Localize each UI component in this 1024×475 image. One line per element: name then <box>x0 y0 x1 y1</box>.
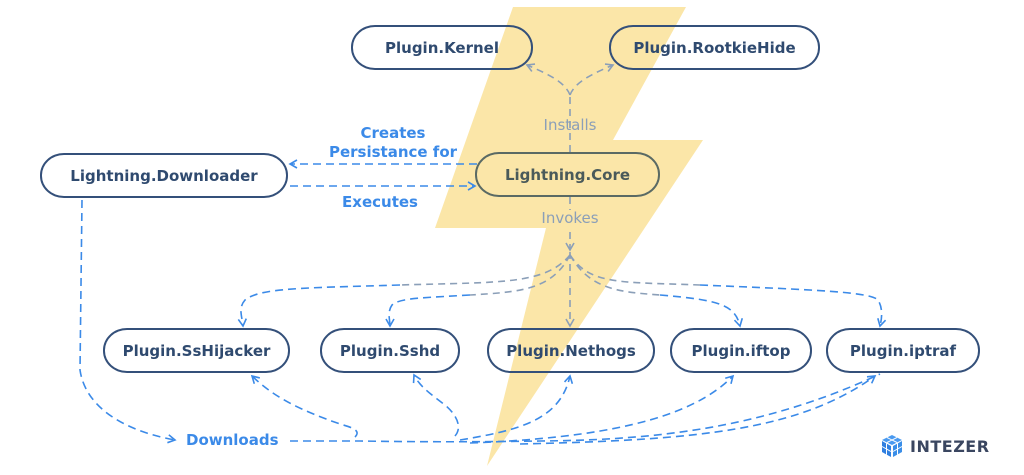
edge-installs-kernel <box>525 63 571 96</box>
edge-downloads-bus <box>290 373 881 443</box>
node-plugin-rootkiehide[interactable]: Plugin.RootkieHide <box>609 25 820 70</box>
edge-invokes-sshijacker <box>237 284 401 328</box>
label-invokes: Invokes <box>541 209 599 227</box>
label-creates-persistence: Creates Persistance for <box>318 124 468 162</box>
node-plugin-sshd[interactable]: Plugin.Sshd <box>320 328 460 373</box>
edge-downloads-sshijacker <box>250 374 358 438</box>
label-installs: Installs <box>543 116 597 134</box>
downloads-edges <box>79 199 881 445</box>
edge-invokes-iptraf <box>699 284 887 328</box>
installs-edges <box>399 63 701 328</box>
node-label: Plugin.iptraf <box>849 341 957 360</box>
node-lightning-core[interactable]: Lightning.Core <box>475 152 660 197</box>
node-label: Plugin.Nethogs <box>506 341 636 360</box>
edge-hub-iptraf-upper <box>569 254 701 286</box>
node-label: Lightning.Core <box>504 165 631 184</box>
invokes-edges <box>237 284 887 328</box>
edge-downloads-iptraf <box>519 375 877 445</box>
edge-downloads-nethogs <box>459 374 574 441</box>
node-label: Plugin.RootkieHide <box>633 38 796 57</box>
node-label: Plugin.iftop <box>691 341 791 360</box>
edge-invokes-sshd <box>385 294 471 328</box>
label-downloads: Downloads <box>186 431 279 449</box>
edge-hub-sshd-upper <box>469 254 571 296</box>
logo-text: INTEZER <box>910 436 990 456</box>
node-plugin-iptraf[interactable]: Plugin.iptraf <box>826 328 980 373</box>
label-creates-line1: Creates <box>360 124 426 142</box>
core-downloader-edges <box>288 159 477 191</box>
cube-grid-icon <box>881 435 903 457</box>
node-plugin-iftop[interactable]: Plugin.iftop <box>670 328 812 373</box>
edge-hub-sshijacker-upper <box>399 254 571 286</box>
label-executes: Executes <box>342 193 418 211</box>
node-lightning-downloader[interactable]: Lightning.Downloader <box>40 153 288 198</box>
node-label: Plugin.Sshd <box>339 341 441 360</box>
node-plugin-sshijacker[interactable]: Plugin.SsHijacker <box>103 328 290 373</box>
intezer-logo: INTEZER <box>880 434 990 458</box>
node-label: Lightning.Downloader <box>70 166 258 185</box>
edge-downloads-sshd <box>412 373 460 437</box>
node-label: Plugin.Kernel <box>385 38 499 57</box>
edge-installs-rootkiehide <box>569 63 615 96</box>
edge-hub-iftop-upper <box>569 254 661 296</box>
node-plugin-nethogs[interactable]: Plugin.Nethogs <box>487 328 655 373</box>
node-plugin-kernel[interactable]: Plugin.Kernel <box>351 25 533 70</box>
node-label: Plugin.SsHijacker <box>122 341 271 360</box>
edge-downloader-downloads <box>79 199 177 444</box>
lightning-bolt-icon <box>435 7 703 466</box>
edge-invokes-iftop <box>659 294 744 328</box>
label-creates-line2: Persistance for <box>328 143 458 161</box>
edge-downloads-iftop <box>469 374 735 444</box>
